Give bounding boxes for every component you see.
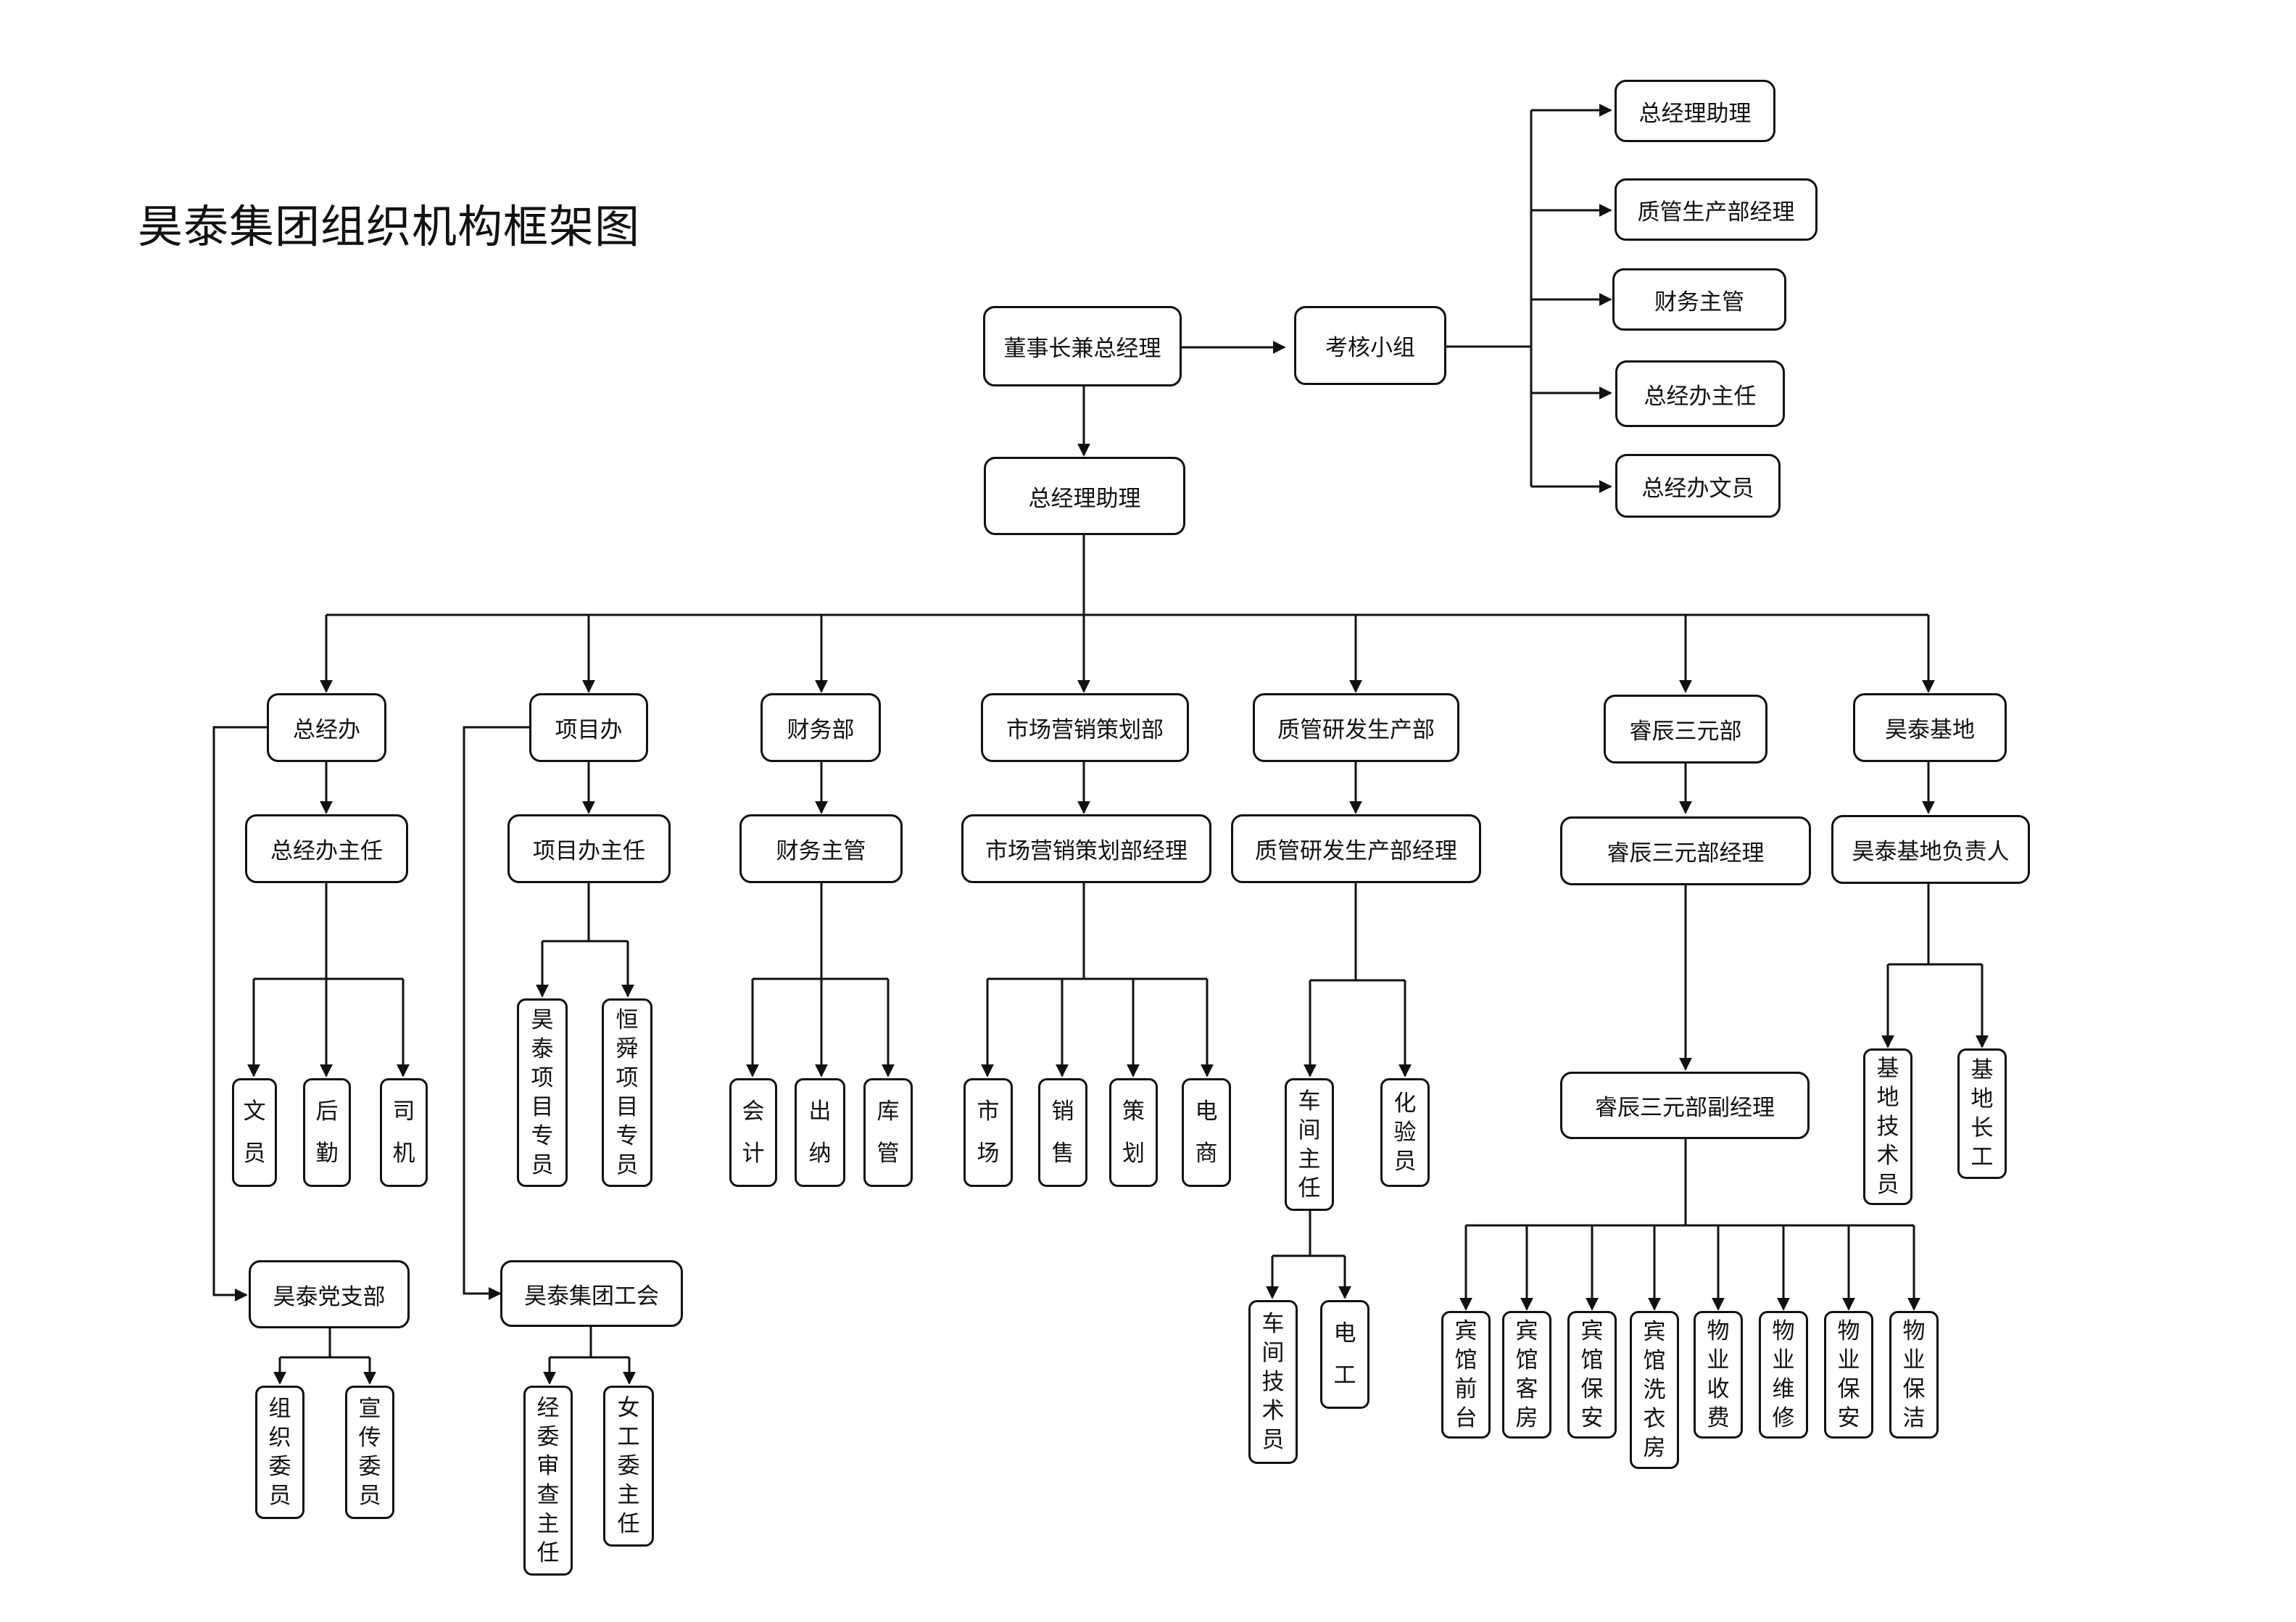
dept-quality-rd-production: 质管研发生产部 xyxy=(1253,693,1459,762)
group-union: 昊泰集团工会 xyxy=(500,1260,683,1327)
quality-manager: 质管研发生产部经理 xyxy=(1231,814,1481,883)
role-hotel-housekeeping: 宾馆客房 xyxy=(1502,1311,1551,1439)
finance-supervisor: 财务主管 xyxy=(739,814,903,883)
role-accountant: 会计 xyxy=(729,1078,777,1187)
dept-finance: 财务部 xyxy=(761,693,881,762)
dept-marketing: 市场营销策划部 xyxy=(981,693,1189,762)
role-logistics: 后勤 xyxy=(303,1078,351,1187)
assessment-member-finance-supervisor: 财务主管 xyxy=(1612,268,1786,331)
role-market: 市场 xyxy=(963,1078,1013,1187)
marketing-manager: 市场营销策划部经理 xyxy=(961,814,1211,883)
project-office-director: 项目办主任 xyxy=(507,814,671,883)
role-hengshun-project-specialist: 恒舜项目专员 xyxy=(602,998,652,1187)
role-workshop-director: 车间主任 xyxy=(1285,1078,1334,1211)
role-electrician: 电工 xyxy=(1320,1300,1369,1409)
role-clerk: 文员 xyxy=(232,1078,277,1187)
role-hotel-front-desk: 宾馆前台 xyxy=(1441,1311,1491,1439)
role-base-technician: 基地技术员 xyxy=(1863,1048,1912,1205)
ruichen-deputy-manager: 睿辰三元部副经理 xyxy=(1560,1072,1810,1139)
role-cashier: 出纳 xyxy=(795,1078,845,1187)
role-women-committee-director: 女工委主任 xyxy=(603,1386,654,1547)
assessment-member-office-clerk: 总经办文员 xyxy=(1615,454,1781,518)
role-property-security: 物业保安 xyxy=(1824,1311,1873,1439)
role-ecommerce: 电商 xyxy=(1182,1078,1231,1187)
role-publicity-member: 宣传委员 xyxy=(345,1386,394,1519)
role-workshop-technician: 车间技术员 xyxy=(1248,1300,1298,1464)
role-chemist: 化验员 xyxy=(1380,1078,1430,1187)
assessment-member-gm-assistant: 总经理助理 xyxy=(1615,80,1775,142)
role-hotel-security: 宾馆保安 xyxy=(1567,1311,1617,1439)
role-sales: 销售 xyxy=(1038,1078,1087,1187)
node-chairman: 董事长兼总经理 xyxy=(983,306,1182,386)
role-property-repair: 物业维修 xyxy=(1759,1311,1808,1439)
role-planning: 策划 xyxy=(1109,1078,1158,1187)
role-driver: 司机 xyxy=(380,1078,428,1187)
role-hotel-laundry: 宾馆洗衣房 xyxy=(1630,1311,1679,1469)
ruichen-manager: 睿辰三元部经理 xyxy=(1560,816,1811,885)
dept-haotai-base: 昊泰基地 xyxy=(1853,693,2007,762)
party-branch: 昊泰党支部 xyxy=(249,1260,410,1328)
role-warehouse: 库管 xyxy=(863,1078,913,1187)
role-haotai-project-specialist: 昊泰项目专员 xyxy=(517,998,568,1187)
page-title: 昊泰集团组织机构框架图 xyxy=(138,200,641,253)
role-base-foreman: 基地长工 xyxy=(1957,1048,2007,1179)
assessment-member-quality-prod-manager: 质管生产部经理 xyxy=(1615,178,1818,241)
node-gm-assistant: 总经理助理 xyxy=(984,457,1185,535)
base-head: 昊泰基地负责人 xyxy=(1831,815,2030,884)
assessment-member-office-director: 总经办主任 xyxy=(1615,360,1785,427)
role-audit-committee-director: 经委审查主任 xyxy=(523,1386,573,1576)
role-property-cleaning: 物业保洁 xyxy=(1889,1311,1939,1439)
node-assessment-group: 考核小组 xyxy=(1294,306,1446,385)
dept-general-office: 总经办 xyxy=(267,693,386,762)
office-director: 总经办主任 xyxy=(245,814,408,883)
dept-project-office: 项目办 xyxy=(529,693,648,762)
role-organization-member: 组织委员 xyxy=(255,1386,304,1519)
dept-ruichen-sanyuan: 睿辰三元部 xyxy=(1604,695,1767,764)
role-property-fees: 物业收费 xyxy=(1694,1311,1743,1439)
